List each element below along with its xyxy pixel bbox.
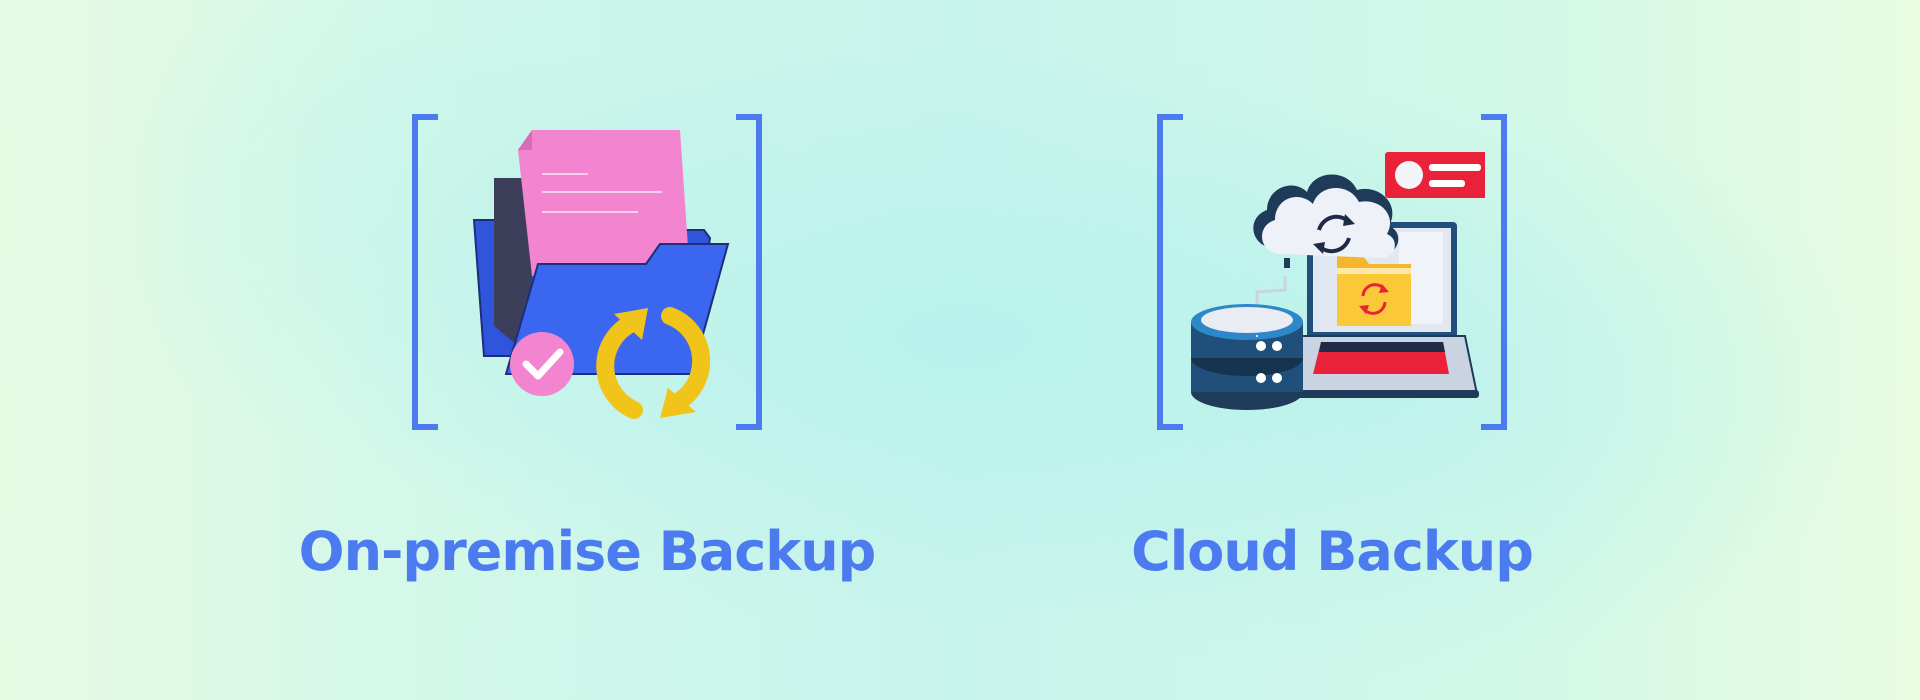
- right-bracket: [736, 114, 762, 430]
- cloud-backup-panel: [1157, 114, 1507, 430]
- right-bracket: [1481, 114, 1507, 430]
- cloud-backup-illustration: [1179, 126, 1485, 422]
- checkmark-icon: [510, 332, 574, 396]
- left-bracket: [412, 114, 438, 430]
- sync-icon: [596, 307, 711, 419]
- onprem-backup-illustration: [434, 126, 740, 422]
- cloud-sync-icon: [1253, 174, 1399, 268]
- onprem-backup-label: On-premise Backup: [298, 520, 877, 583]
- left-bracket: [1157, 114, 1183, 430]
- onprem-backup-panel: [412, 114, 762, 430]
- cloud-backup-label: Cloud Backup: [1131, 520, 1534, 583]
- document-icon: [518, 130, 690, 276]
- database-icon: [1191, 304, 1303, 410]
- folder-sync-icon: [1337, 256, 1411, 326]
- notification-icon: [1385, 152, 1485, 198]
